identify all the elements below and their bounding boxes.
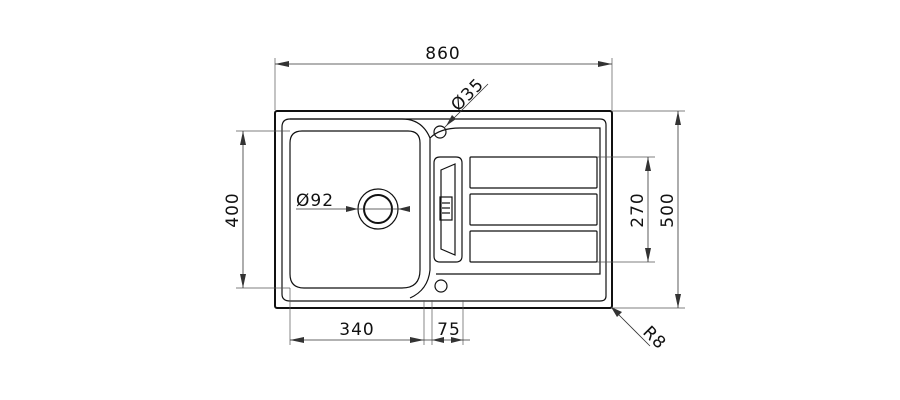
- drainer-area: [429, 127, 601, 275]
- dimension-overall-width: 860: [274, 44, 613, 110]
- overflow-compartment: [433, 156, 463, 263]
- overflow-channel: [433, 156, 463, 263]
- tap-hole: [433, 125, 447, 139]
- overall-depth-label: 500: [658, 192, 678, 227]
- corner-radius-label: R8: [638, 322, 670, 354]
- dimension-tap-hole: Ø35: [443, 75, 488, 129]
- drainer-rim: [429, 127, 601, 275]
- bowl-basin: [289, 130, 421, 289]
- dimension-corner-radius: R8: [610, 306, 670, 354]
- dimension-overall-depth: 500: [612, 110, 685, 309]
- drainer-height-label: 270: [628, 192, 648, 227]
- drainer-groove-2: [469, 193, 598, 226]
- dimension-gap: 75: [424, 300, 470, 345]
- sink-inner-rim: [281, 118, 607, 302]
- bowl-depth-label: 400: [223, 192, 243, 227]
- waste-diameter-label: Ø92: [296, 191, 334, 211]
- dimension-bowl-width: 340: [289, 288, 425, 345]
- overflow-hole: [434, 279, 448, 293]
- overflow-slot: [439, 196, 453, 221]
- gap-width-label: 75: [437, 320, 461, 340]
- tap-hole-diameter-label: Ø35: [447, 75, 488, 116]
- drainer-groove-3: [469, 230, 598, 263]
- dimension-drainer-height: 270: [597, 156, 655, 263]
- overflow-inner: [440, 163, 456, 256]
- overall-width-label: 860: [425, 44, 460, 64]
- sink-outer-edge: [274, 110, 613, 309]
- dimension-waste: Ø92: [296, 191, 410, 212]
- drainer-groove-1: [469, 156, 598, 189]
- bowl-width-label: 340: [339, 320, 374, 340]
- dimension-bowl-depth: 400: [223, 130, 290, 289]
- sink-body: [274, 110, 613, 309]
